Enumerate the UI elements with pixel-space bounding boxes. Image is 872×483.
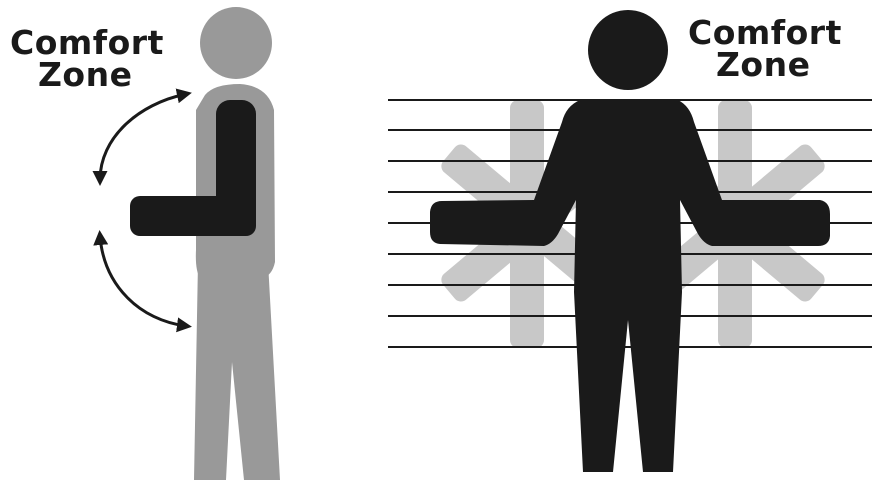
side-view-legs xyxy=(194,262,280,480)
side-view-forearm xyxy=(130,196,256,236)
side-view-label-zone: Zone xyxy=(38,55,132,94)
side-view-upper-arrow xyxy=(100,94,186,180)
side-view-lower-arrow xyxy=(100,236,186,326)
side-view-figure: Comfort Zone xyxy=(10,7,280,480)
front-view-figure: Comfort Zone xyxy=(388,10,872,472)
front-view-head xyxy=(588,10,668,90)
front-view-label-zone: Zone xyxy=(716,45,810,84)
side-view-head xyxy=(200,7,272,79)
